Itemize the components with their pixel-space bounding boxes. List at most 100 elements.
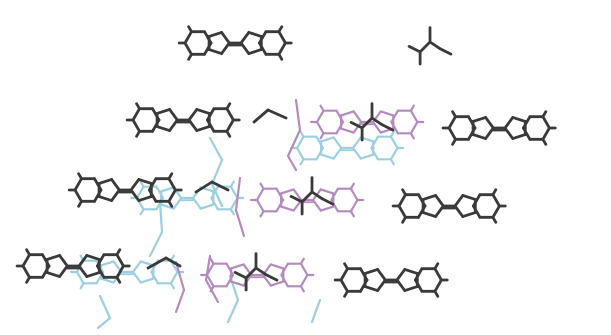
cyclopentene-ring bbox=[195, 108, 211, 115]
cyclopentene-ring bbox=[395, 267, 407, 282]
cyclopentene-ring bbox=[511, 133, 527, 141]
benzene-ring bbox=[277, 41, 287, 56]
bond bbox=[299, 130, 305, 138]
cyclopentene-ring bbox=[403, 267, 419, 275]
benzene-ring bbox=[167, 188, 177, 203]
bond bbox=[259, 182, 265, 190]
cyclopentene-ring bbox=[471, 133, 488, 141]
cyclopentene-ring bbox=[220, 31, 231, 45]
cyclopentene-ring bbox=[85, 253, 101, 261]
benzene-ring bbox=[277, 30, 287, 45]
benzene-ring bbox=[541, 115, 551, 130]
chain-bond bbox=[294, 98, 302, 132]
cyclopentene-ring bbox=[332, 146, 343, 160]
chain-bond bbox=[164, 256, 182, 268]
chain-bond bbox=[226, 298, 240, 324]
benzene-ring bbox=[225, 118, 235, 133]
cyclopentene-ring bbox=[129, 177, 141, 192]
cyclopentene-ring bbox=[207, 48, 224, 55]
cyclopentene-ring bbox=[230, 263, 245, 270]
benzene-ring bbox=[183, 41, 193, 56]
branch-bond bbox=[310, 190, 324, 201]
cyclopentene-ring bbox=[168, 108, 179, 122]
chain-bond bbox=[194, 180, 214, 194]
chain-bond bbox=[174, 288, 186, 314]
chain-bond bbox=[204, 254, 212, 282]
benzene-ring bbox=[21, 253, 31, 268]
cyclopentene-ring bbox=[376, 278, 387, 293]
chain-bond bbox=[96, 316, 112, 330]
cyclopentene-ring bbox=[311, 198, 322, 212]
cyclopentene-ring bbox=[77, 264, 89, 279]
benzene-ring bbox=[433, 278, 443, 293]
bond bbox=[491, 188, 498, 197]
benzene-ring bbox=[397, 193, 407, 208]
bond bbox=[259, 210, 265, 218]
bond bbox=[319, 104, 325, 112]
benzene-ring bbox=[75, 270, 85, 285]
cyclopentene-ring bbox=[230, 280, 245, 287]
cyclopentene-ring bbox=[172, 196, 183, 210]
bond bbox=[277, 52, 284, 61]
cyclopentene-ring bbox=[363, 285, 380, 293]
chain-bond bbox=[146, 256, 168, 270]
chain-bond bbox=[234, 176, 242, 212]
bond bbox=[115, 275, 122, 284]
cyclopentene-ring bbox=[319, 188, 335, 195]
blue-layer bbox=[70, 130, 405, 330]
chain-bond bbox=[286, 154, 298, 172]
cyclopentene-ring bbox=[168, 118, 179, 133]
bond bbox=[299, 285, 305, 293]
benzene-ring bbox=[389, 135, 399, 150]
bond bbox=[209, 257, 215, 265]
bond bbox=[491, 215, 498, 224]
cyclopentene-ring bbox=[129, 188, 141, 203]
branch-bond bbox=[349, 121, 364, 130]
branch-bond bbox=[264, 273, 279, 282]
bond bbox=[433, 262, 440, 271]
cyclopentene-ring bbox=[352, 120, 363, 134]
bond bbox=[349, 182, 355, 190]
bond bbox=[409, 104, 415, 112]
cyclopentene-ring bbox=[77, 253, 89, 268]
cyclopentene-ring bbox=[363, 267, 380, 275]
benzene-ring bbox=[295, 135, 305, 150]
bond bbox=[409, 132, 415, 140]
cyclopentene-ring bbox=[239, 41, 251, 55]
cyclopentene-ring bbox=[319, 205, 335, 212]
benzene-ring bbox=[433, 267, 443, 282]
bond bbox=[319, 132, 325, 140]
bond bbox=[451, 137, 457, 146]
cyclopentene-ring bbox=[58, 264, 69, 279]
benzene-ring bbox=[205, 273, 215, 288]
benzene-ring bbox=[73, 177, 83, 192]
chain-bond bbox=[148, 230, 164, 258]
cyclopentene-ring bbox=[45, 253, 61, 261]
benzene-ring bbox=[135, 185, 145, 200]
benzene-ring bbox=[73, 188, 83, 203]
cyclopentene-ring bbox=[97, 195, 113, 203]
cyclopentene-ring bbox=[511, 116, 527, 123]
branch-bond bbox=[438, 47, 453, 56]
cyclopentene-ring bbox=[139, 277, 155, 284]
cyclopentene-ring bbox=[352, 110, 363, 124]
cyclopentene-ring bbox=[207, 31, 224, 38]
cyclopentene-ring bbox=[97, 177, 113, 185]
benzene-ring bbox=[315, 109, 325, 124]
bond bbox=[343, 262, 349, 271]
chain-bond bbox=[210, 180, 230, 192]
cyclopentene-ring bbox=[484, 116, 495, 130]
cyclopentene-ring bbox=[155, 125, 172, 133]
bond bbox=[299, 158, 305, 166]
benzene-ring bbox=[21, 264, 31, 279]
bond bbox=[343, 289, 349, 298]
chain-bond bbox=[234, 208, 246, 238]
cyclopentene-ring bbox=[340, 127, 355, 134]
bond bbox=[451, 110, 457, 119]
bond bbox=[541, 137, 548, 146]
bond bbox=[169, 282, 175, 290]
bond bbox=[229, 208, 235, 216]
bond bbox=[115, 248, 122, 257]
cyclopentene-ring bbox=[351, 146, 362, 160]
cyclopentene-ring bbox=[484, 126, 495, 141]
